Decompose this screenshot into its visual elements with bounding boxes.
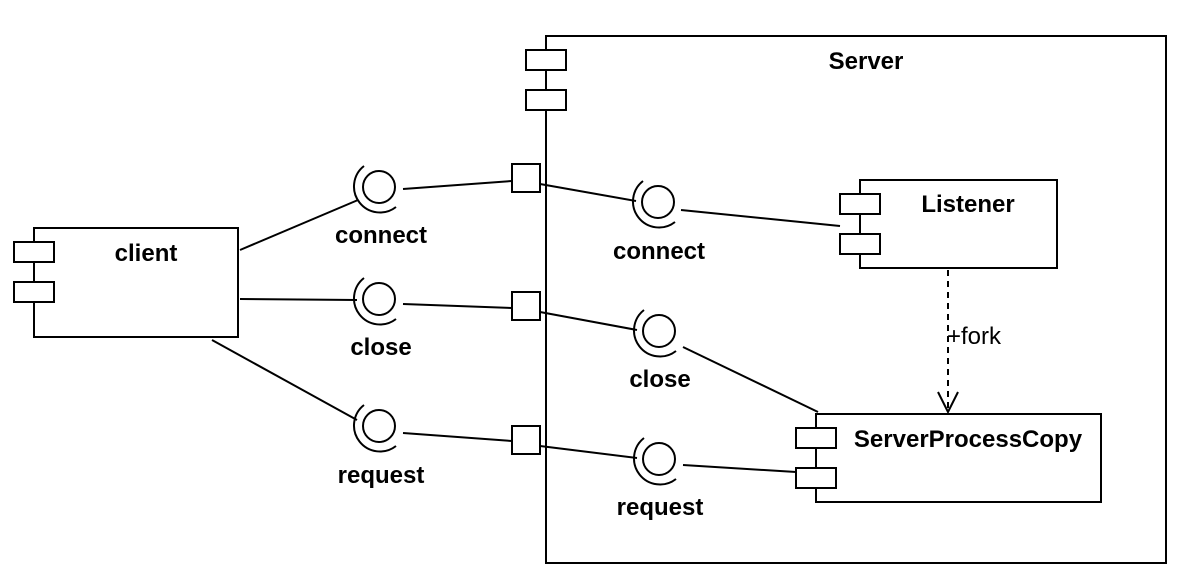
server-request-interface bbox=[633, 437, 677, 486]
client-connect-wire bbox=[239, 199, 359, 251]
client-close-label: close bbox=[350, 334, 411, 361]
connect-to-listener-wire bbox=[680, 209, 841, 227]
client-close-interface bbox=[353, 277, 397, 326]
client-component-icon-top bbox=[13, 241, 55, 263]
client-request-label: request bbox=[338, 462, 425, 489]
server-component-icon-bottom bbox=[525, 89, 567, 111]
request-to-port-wire bbox=[402, 432, 513, 442]
request-to-spc-wire bbox=[682, 464, 797, 473]
port-to-request-wire bbox=[539, 445, 638, 459]
client-close-wire bbox=[239, 298, 358, 301]
server-close-label: close bbox=[629, 366, 690, 393]
server-close-interface bbox=[633, 309, 677, 358]
port-to-close-wire bbox=[539, 311, 638, 331]
listener-title: Listener bbox=[921, 191, 1014, 218]
server-component-icon-top bbox=[525, 49, 567, 71]
client-title: client bbox=[115, 240, 178, 267]
server-process-copy-icon-top bbox=[795, 427, 837, 449]
server-process-copy-component: ServerProcessCopy bbox=[795, 413, 1102, 503]
server-title: Server bbox=[829, 48, 904, 75]
listener-component-icon-bottom bbox=[839, 233, 881, 255]
close-to-spc-wire bbox=[682, 346, 819, 413]
port-to-connect-wire bbox=[539, 183, 637, 202]
fork-arrowhead bbox=[937, 391, 959, 415]
client-component-icon-bottom bbox=[13, 281, 55, 303]
fork-dependency: +fork bbox=[937, 270, 1002, 415]
server-port-close bbox=[511, 291, 541, 321]
client-connect-interface bbox=[353, 165, 397, 214]
connect-to-port-wire bbox=[402, 180, 513, 190]
client-component: client bbox=[13, 227, 239, 338]
close-to-port-wire bbox=[402, 303, 513, 309]
fork-label: +fork bbox=[947, 323, 1002, 350]
client-request-interface bbox=[353, 404, 397, 453]
server-process-copy-icon-bottom bbox=[795, 467, 837, 489]
server-port-request bbox=[511, 425, 541, 455]
client-connect-label: connect bbox=[335, 222, 427, 249]
server-request-label: request bbox=[617, 494, 704, 521]
server-process-copy-title: ServerProcessCopy bbox=[854, 426, 1083, 453]
listener-component-icon-top bbox=[839, 193, 881, 215]
server-port-connect bbox=[511, 163, 541, 193]
client-request-wire bbox=[211, 339, 358, 421]
server-connect-interface bbox=[632, 180, 676, 229]
server-connect-label: connect bbox=[613, 238, 705, 265]
listener-component: Listener bbox=[839, 179, 1058, 269]
